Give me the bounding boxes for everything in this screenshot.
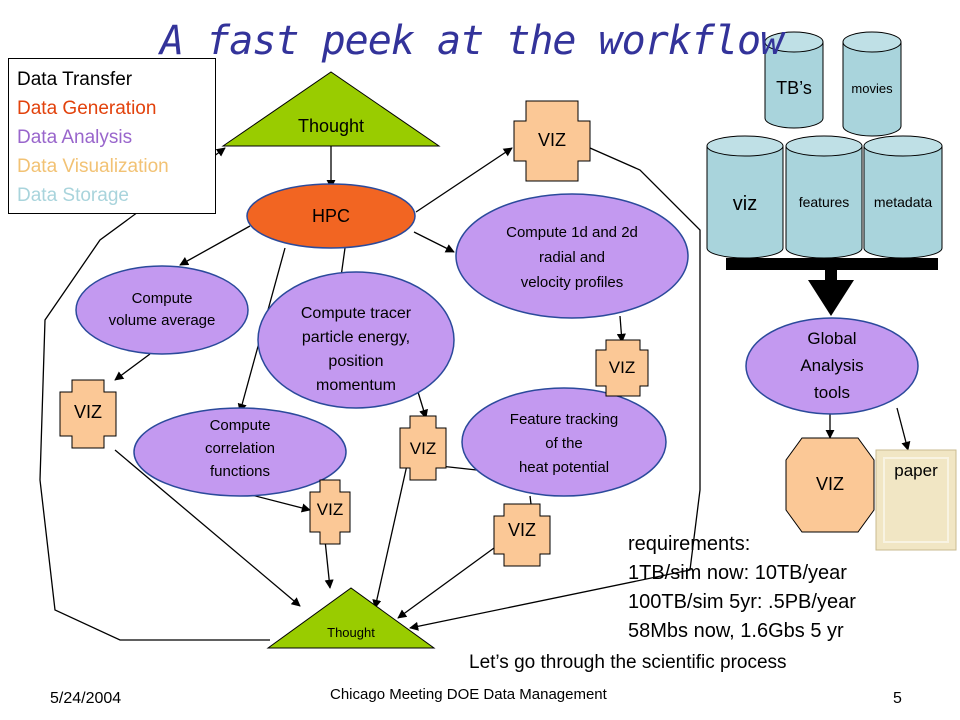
- hpc-node: [246, 183, 416, 249]
- arrow-volume-viz: [114, 353, 151, 381]
- legend-item-transfer: Data Transfer: [17, 69, 133, 90]
- label-line: functions: [209, 463, 271, 480]
- arrow-viz-thought: [372, 464, 408, 609]
- requirements-block: requirements: 1TB/sim now: 10TB/year 100…: [628, 530, 856, 646]
- cylinder-tbs: [764, 42, 824, 129]
- viz-label: VIZ: [73, 402, 102, 422]
- viz-node: [59, 379, 117, 449]
- label-line: Feature tracking: [509, 411, 619, 428]
- requirement-line: 1TB/sim now: 10TB/year: [628, 562, 847, 584]
- movies-label: movies: [851, 81, 893, 96]
- cylinder-movies: [842, 42, 902, 137]
- label-line: Compute: [209, 417, 271, 434]
- paper-label: paper: [894, 461, 938, 480]
- requirements-heading: requirements:: [628, 533, 751, 555]
- viz-node: [493, 503, 551, 567]
- viz-label: VIZ: [537, 130, 566, 150]
- label-line: Compute 1d and 2d: [506, 224, 638, 241]
- label-line: velocity profiles: [520, 274, 624, 291]
- paper-box: [875, 449, 957, 551]
- tracer-label: Compute tracer particle energy, position mo…: [266, 302, 446, 398]
- viz-node: [513, 100, 591, 182]
- label-line: Analysis: [800, 356, 864, 375]
- label-line: position: [328, 353, 384, 370]
- label-line: heat potential: [518, 459, 610, 476]
- metadata-label: metadata: [873, 194, 933, 210]
- feature-tracking-label: Feature tracking of the heat potential: [474, 408, 654, 480]
- viz-label: VIZ: [507, 520, 536, 540]
- storage-down-arrow: [808, 280, 854, 316]
- viz-octagon: [785, 437, 875, 533]
- correlation-label: Compute correlation functions: [150, 414, 330, 483]
- label-line: volume average: [108, 312, 216, 329]
- requirement-line: 58Mbs now, 1.6Gbs 5 yr: [628, 620, 844, 642]
- viz-label: VIZ: [316, 500, 344, 519]
- thought-top-triangle: [221, 71, 441, 147]
- arrow-viz-thought: [324, 539, 334, 589]
- arrow-hpc-profiles: [413, 231, 455, 253]
- process-note: Let’s go through the scientific process: [469, 652, 787, 673]
- arrow-viz-thought-loop: [409, 147, 701, 631]
- viz-storage-label: viz: [732, 193, 758, 215]
- feature-tracking-node: [461, 387, 667, 497]
- viz-label: VIZ: [608, 358, 636, 377]
- global-analysis-node: [745, 317, 919, 415]
- viz-node: [595, 339, 649, 397]
- viz-octagon-label: VIZ: [815, 474, 844, 494]
- footer-date: 5/24/2004: [50, 690, 122, 707]
- profiles-node: [455, 193, 689, 319]
- arrow-viz-thought: [114, 449, 301, 607]
- tbs-label: TB’s: [776, 78, 812, 98]
- requirement-line: 100TB/sim 5yr: .5PB/year: [628, 591, 856, 613]
- volume-average-node: [75, 265, 249, 355]
- label-line: correlation: [204, 440, 276, 457]
- hpc-label: HPC: [311, 206, 350, 226]
- label-line: of the: [545, 435, 583, 452]
- volume-average-label: Compute volume average: [72, 288, 252, 332]
- arrow-hpc-viz: [415, 147, 513, 213]
- arrow-tracer-viz: [417, 391, 428, 419]
- legend-box: Data Transfer Data Generation Data Analy…: [8, 58, 216, 214]
- arrow-global-paper: [896, 407, 911, 451]
- legend-item-generation: Data Generation: [17, 98, 157, 119]
- profiles-label: Compute 1d and 2d radial and velocity prof…: [462, 220, 682, 295]
- features-label: features: [798, 194, 850, 210]
- footer-text: Chicago Meeting DOE Data Management: [330, 686, 607, 703]
- arrow-viz-thought: [397, 539, 506, 619]
- correlation-node: [133, 407, 347, 497]
- arrow-hpc-volume: [179, 225, 251, 266]
- label-line: momentum: [315, 377, 397, 394]
- thought-bottom-triangle: [266, 587, 436, 649]
- slide-title: A fast peek at the workflow: [160, 18, 784, 64]
- label-line: radial and: [539, 249, 605, 266]
- legend-item-storage: Data Storage: [17, 185, 129, 206]
- thought-top-label: Thought: [297, 116, 365, 136]
- legend-item-visualization: Data Visualization: [17, 156, 169, 177]
- label-line: tools: [814, 383, 850, 402]
- label-line: Global: [807, 329, 857, 348]
- arrow-thought-loop: [39, 147, 270, 641]
- arrow-profiles-viz: [616, 315, 626, 343]
- viz-label: VIZ: [409, 439, 437, 458]
- thought-bottom-label: Thought: [327, 625, 375, 640]
- label-line: Compute tracer: [300, 305, 412, 322]
- label-line: particle energy,: [301, 329, 411, 346]
- viz-node: [399, 415, 447, 481]
- label-line: Compute: [131, 290, 193, 307]
- tracer-node: [257, 271, 455, 409]
- viz-node: [309, 479, 351, 545]
- page-number: 5: [893, 690, 902, 707]
- legend-item-analysis: Data Analysis: [17, 127, 133, 148]
